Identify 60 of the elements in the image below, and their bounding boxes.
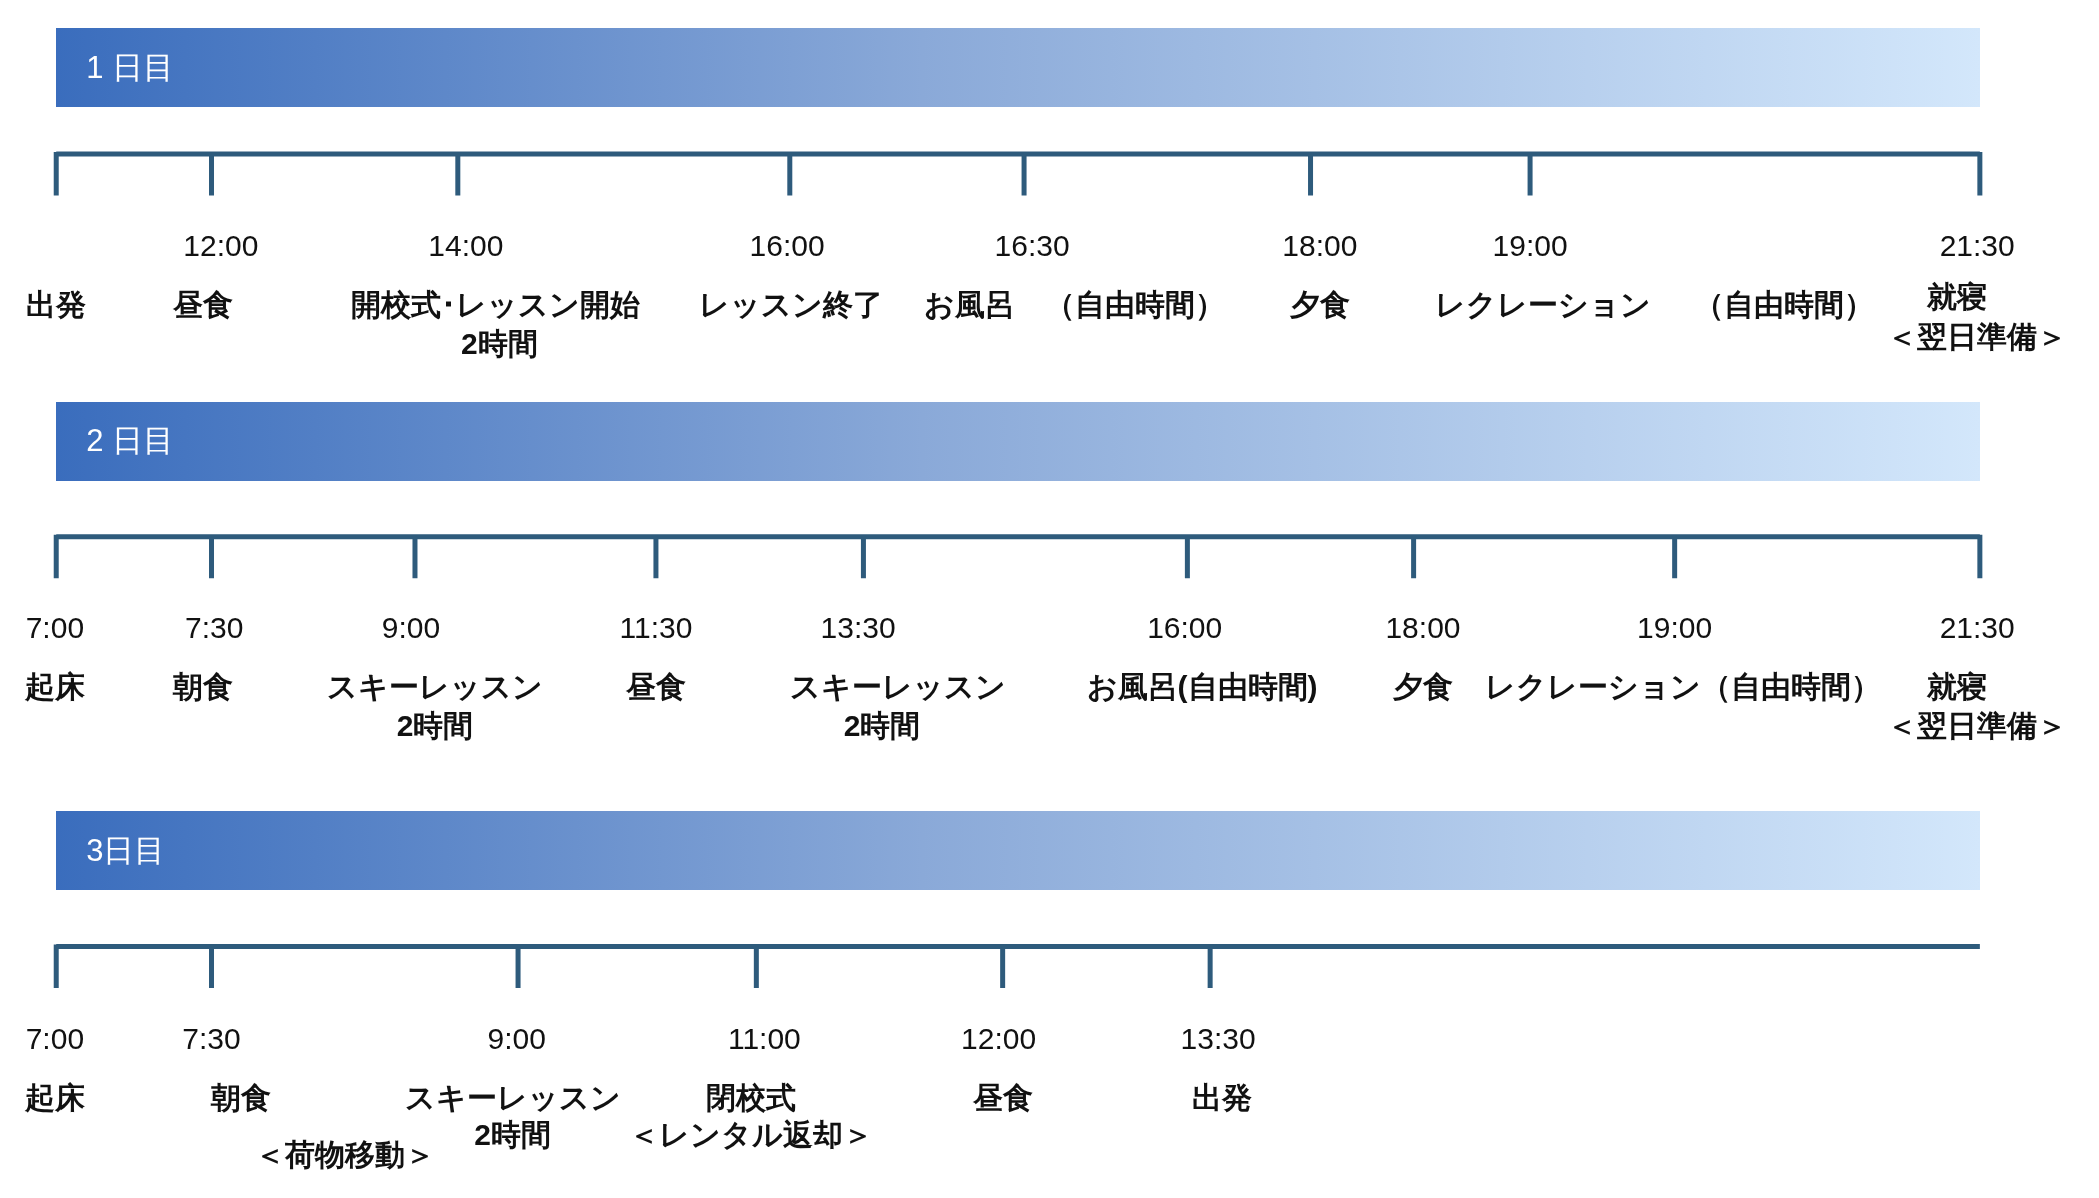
time-label: 12:00 xyxy=(183,229,259,264)
time-label: 16:00 xyxy=(1147,610,1223,645)
time-label: 7:30 xyxy=(185,610,244,645)
event-label: お風呂 （自由時間） xyxy=(924,286,1226,323)
time-label: 19:00 xyxy=(1492,229,1568,264)
event-label: 就寝 xyxy=(1927,668,1988,705)
day-banner xyxy=(56,811,1980,891)
event-label: 朝食 xyxy=(173,668,234,705)
event-label: スキーレッスン xyxy=(327,668,544,705)
event-label: 閉校式 xyxy=(705,1079,796,1116)
time-label: 16:00 xyxy=(749,229,825,264)
event-label: お風呂(自由時間) xyxy=(1086,668,1318,705)
event-label: ＜翌日準備＞ xyxy=(1887,318,2068,355)
time-label: 11:30 xyxy=(619,610,693,645)
event-label: 出発 xyxy=(1192,1079,1253,1116)
time-label: 21:30 xyxy=(1939,229,2015,264)
time-label: 11:00 xyxy=(727,1021,801,1056)
time-label: 13:30 xyxy=(1180,1021,1256,1056)
day-heading: 2 日目 xyxy=(86,422,175,461)
event-label: 起床 xyxy=(24,1079,85,1116)
event-label: 朝食 xyxy=(210,1079,271,1116)
time-label: 18:00 xyxy=(1385,610,1461,645)
day-heading: 3日目 xyxy=(86,831,166,870)
time-label: 19:00 xyxy=(1637,610,1713,645)
event-label: 夕食 xyxy=(1289,286,1350,323)
time-label: 13:30 xyxy=(820,610,896,645)
event-label: 就寝 xyxy=(1927,278,1988,315)
time-label: 16:30 xyxy=(994,229,1070,264)
event-label: ＜レンタル返却＞ xyxy=(628,1116,873,1153)
event-label: スキーレッスン xyxy=(404,1079,621,1116)
event-label: 2時間 xyxy=(396,707,474,744)
event-label: 2時間 xyxy=(843,707,921,744)
event-label: 夕食 xyxy=(1392,668,1453,705)
event-label: （自由時間） xyxy=(1694,286,1875,323)
event-label: ＜翌日準備＞ xyxy=(1887,707,2068,744)
event-label: 昼食 xyxy=(625,668,686,705)
event-label: 2時間 xyxy=(460,325,538,362)
event-label: レッスン終了 xyxy=(699,286,884,323)
time-label: 12:00 xyxy=(961,1021,1037,1056)
event-label: 起床 xyxy=(24,668,85,705)
day-banner xyxy=(56,28,1980,108)
event-label: 2時間 xyxy=(474,1116,552,1153)
day-banner xyxy=(56,401,1980,481)
event-label: ＜荷物移動＞ xyxy=(255,1136,436,1173)
event-label: 開校式･レッスン開始 xyxy=(350,286,640,323)
day-heading: 1 日目 xyxy=(86,48,175,87)
time-label: 7:00 xyxy=(25,1021,85,1056)
event-label: レクレーション xyxy=(1435,286,1652,323)
time-label: 14:00 xyxy=(428,229,504,264)
event-label: 昼食 xyxy=(972,1079,1033,1116)
event-label: レクレーション（自由時間） xyxy=(1484,668,1881,705)
time-label: 7:30 xyxy=(182,1021,241,1056)
time-label: 18:00 xyxy=(1282,229,1358,264)
time-label: 9:00 xyxy=(487,1021,546,1056)
event-label: スキーレッスン xyxy=(790,668,1007,705)
time-label: 9:00 xyxy=(381,610,441,645)
event-label: 出発 xyxy=(26,286,87,323)
event-label: 昼食 xyxy=(173,286,234,323)
time-label: 7:00 xyxy=(25,610,85,645)
time-label: 21:30 xyxy=(1939,610,2015,645)
